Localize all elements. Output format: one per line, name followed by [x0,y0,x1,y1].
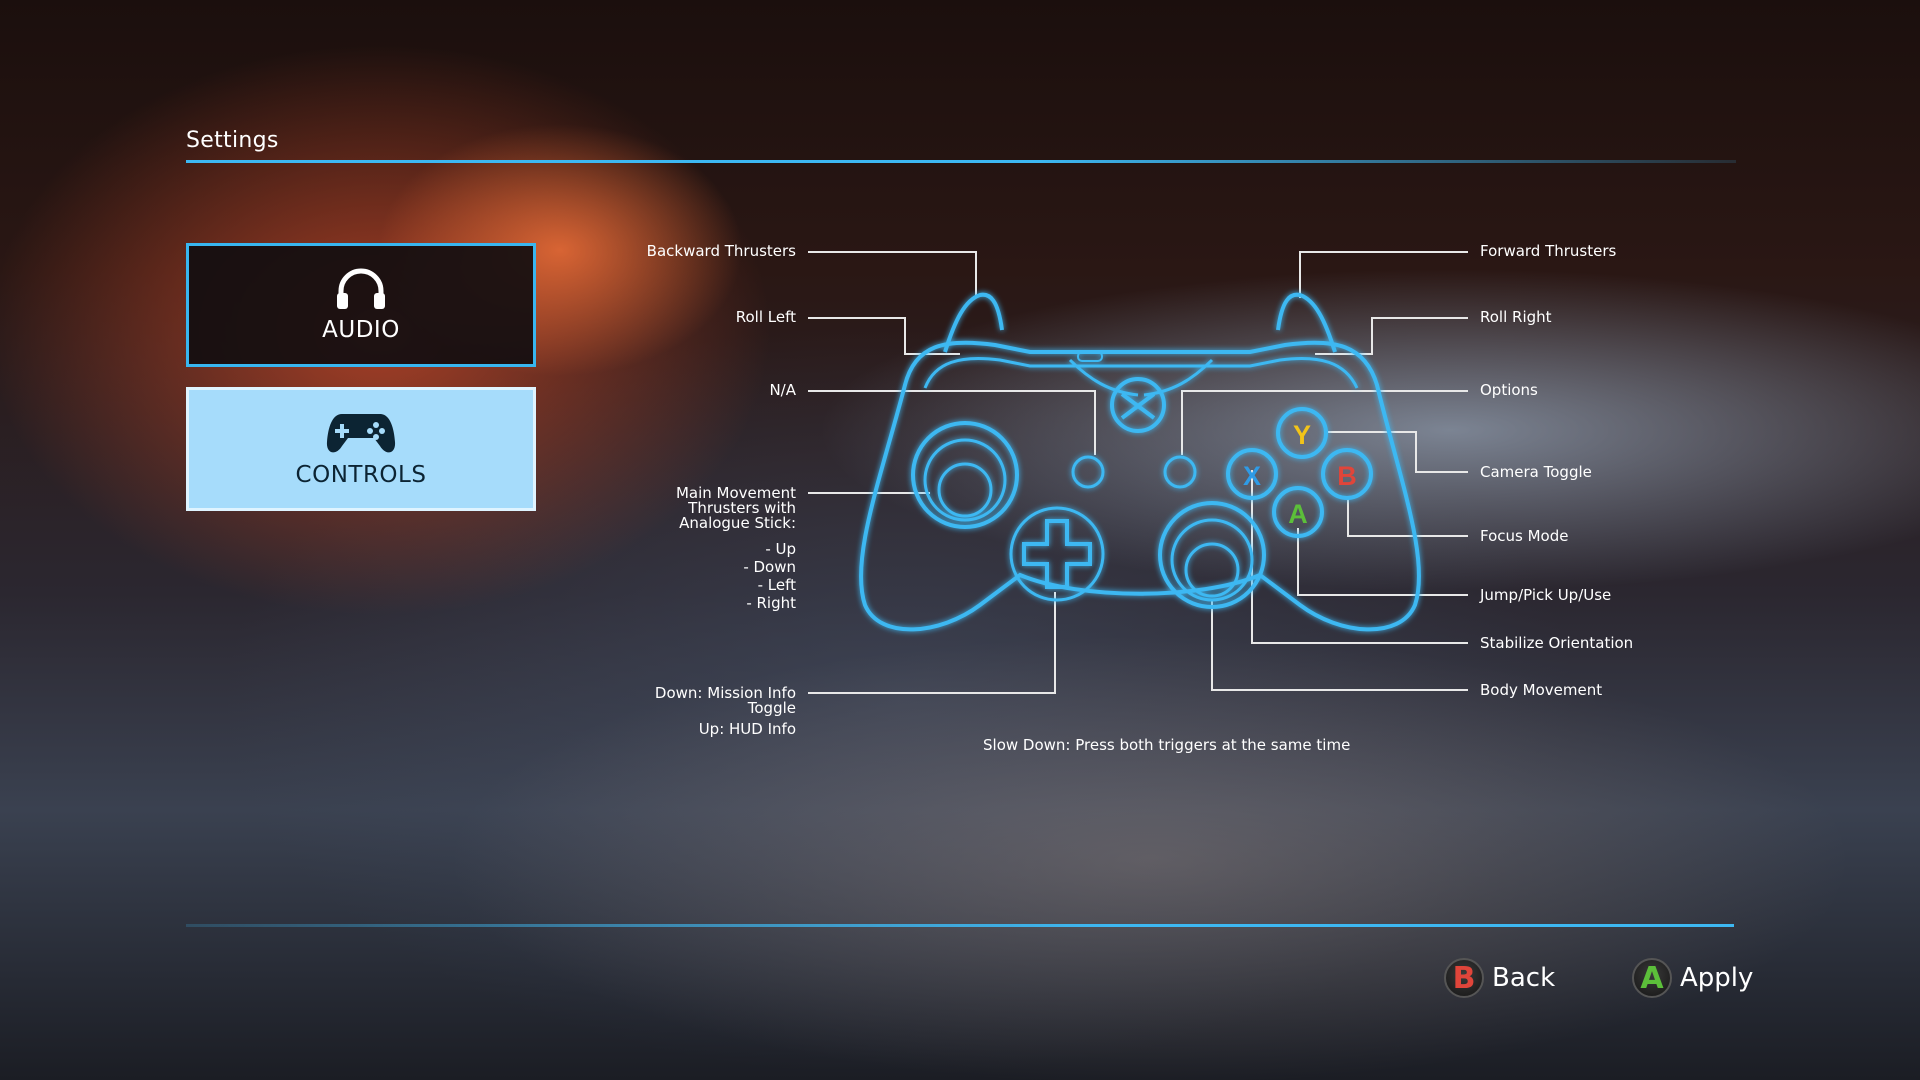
callout-dpad-down-line-1: Down: Mission Info [654,684,796,702]
direction-down: - Down [743,558,796,576]
gamepad-icon [326,414,396,453]
tab-controls[interactable]: CONTROLS [186,387,536,511]
callout-stabilize: Stabilize Orientation [1480,634,1634,652]
button-y-label: Y [1293,420,1311,450]
header-divider [186,160,1736,163]
back-label: Back [1492,963,1556,993]
button-b-label: B [1337,461,1357,491]
callout-camera-toggle: Camera Toggle [1480,463,1592,481]
callout-jump: Jump/Pick Up/Use [1480,586,1612,604]
callout-main-movement: Main Movement Thrusters with Analogue St… [676,486,796,531]
callout-backward-thrusters: Backward Thrusters [646,242,796,260]
apply-label: Apply [1680,963,1754,993]
b-button-icon: B [1444,958,1484,998]
direction-left: - Left [757,576,796,594]
callout-directions: - Up - Down - Left - Right [743,540,796,612]
back-button[interactable]: B Back [1444,958,1555,998]
a-button-icon: A [1632,958,1672,998]
callout-roll-right: Roll Right [1480,308,1552,326]
callout-na: N/A [769,381,796,399]
callout-main-movement-line-3: Analogue Stick: [679,514,796,532]
footer-divider [186,924,1734,927]
button-a-label: A [1288,499,1308,529]
xbox-controller-icon [858,292,1422,632]
callout-body-movement: Body Movement [1480,681,1603,699]
headphones-icon [337,268,385,309]
callout-dpad-down: Down: Mission Info Toggle [655,686,796,716]
callout-focus-mode: Focus Mode [1480,527,1569,545]
page-title: Settings [186,128,279,153]
direction-up: - Up [765,540,796,558]
apply-button[interactable]: A Apply [1632,958,1753,998]
tab-controls-label: CONTROLS [295,462,427,488]
triggers-note: Slow Down: Press both triggers at the sa… [983,736,1351,754]
callout-main-movement-line-1: Main Movement [675,484,796,502]
callout-dpad-down-line-2: Toggle [747,699,796,717]
tab-audio-label: AUDIO [322,317,400,343]
callout-options: Options [1480,381,1538,399]
callout-dpad-up: Up: HUD Info [698,720,796,738]
direction-right: - Right [746,594,796,612]
button-x-label: X [1243,461,1261,491]
callout-roll-left: Roll Left [735,308,796,326]
tab-audio[interactable]: AUDIO [186,243,536,367]
callout-forward-thrusters: Forward Thrusters [1480,242,1617,260]
callout-main-movement-line-2: Thrusters with [688,499,796,517]
